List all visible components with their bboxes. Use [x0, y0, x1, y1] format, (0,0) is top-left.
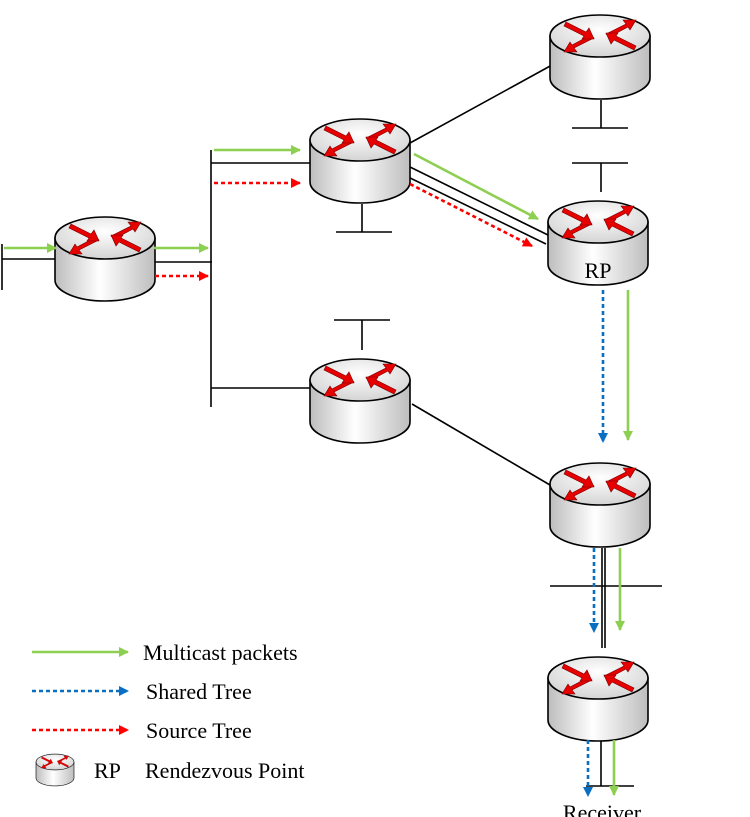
legend: Multicast packets Shared Tree Source Tre…: [32, 640, 305, 787]
legend-item-multicast: Multicast packets: [32, 640, 298, 665]
router-r7: [547, 656, 649, 742]
router-icon: [35, 753, 75, 787]
receiver-label: Receiver: [563, 800, 642, 817]
router-r1: [54, 216, 156, 302]
router-r5: [309, 358, 411, 444]
legend-item-shared: Shared Tree: [32, 679, 252, 704]
legend-rp-abbr: RP: [94, 758, 121, 783]
router-r2: [309, 118, 411, 204]
source-tree-flow: [155, 178, 533, 281]
router-r3: [549, 14, 651, 100]
legend-rp-full: Rendezvous Point: [145, 758, 305, 783]
router-r6: [549, 462, 651, 548]
shared-tree-flow: [583, 290, 608, 797]
legend-item-source: Source Tree: [32, 718, 252, 743]
legend-label-shared: Shared Tree: [146, 679, 252, 704]
legend-label-multicast: Multicast packets: [143, 640, 298, 665]
multicast-flow: [4, 145, 633, 796]
legend-item-rp: RP Rendezvous Point: [35, 753, 305, 787]
rp-node-label: RP: [585, 258, 612, 283]
legend-label-source: Source Tree: [146, 718, 252, 743]
